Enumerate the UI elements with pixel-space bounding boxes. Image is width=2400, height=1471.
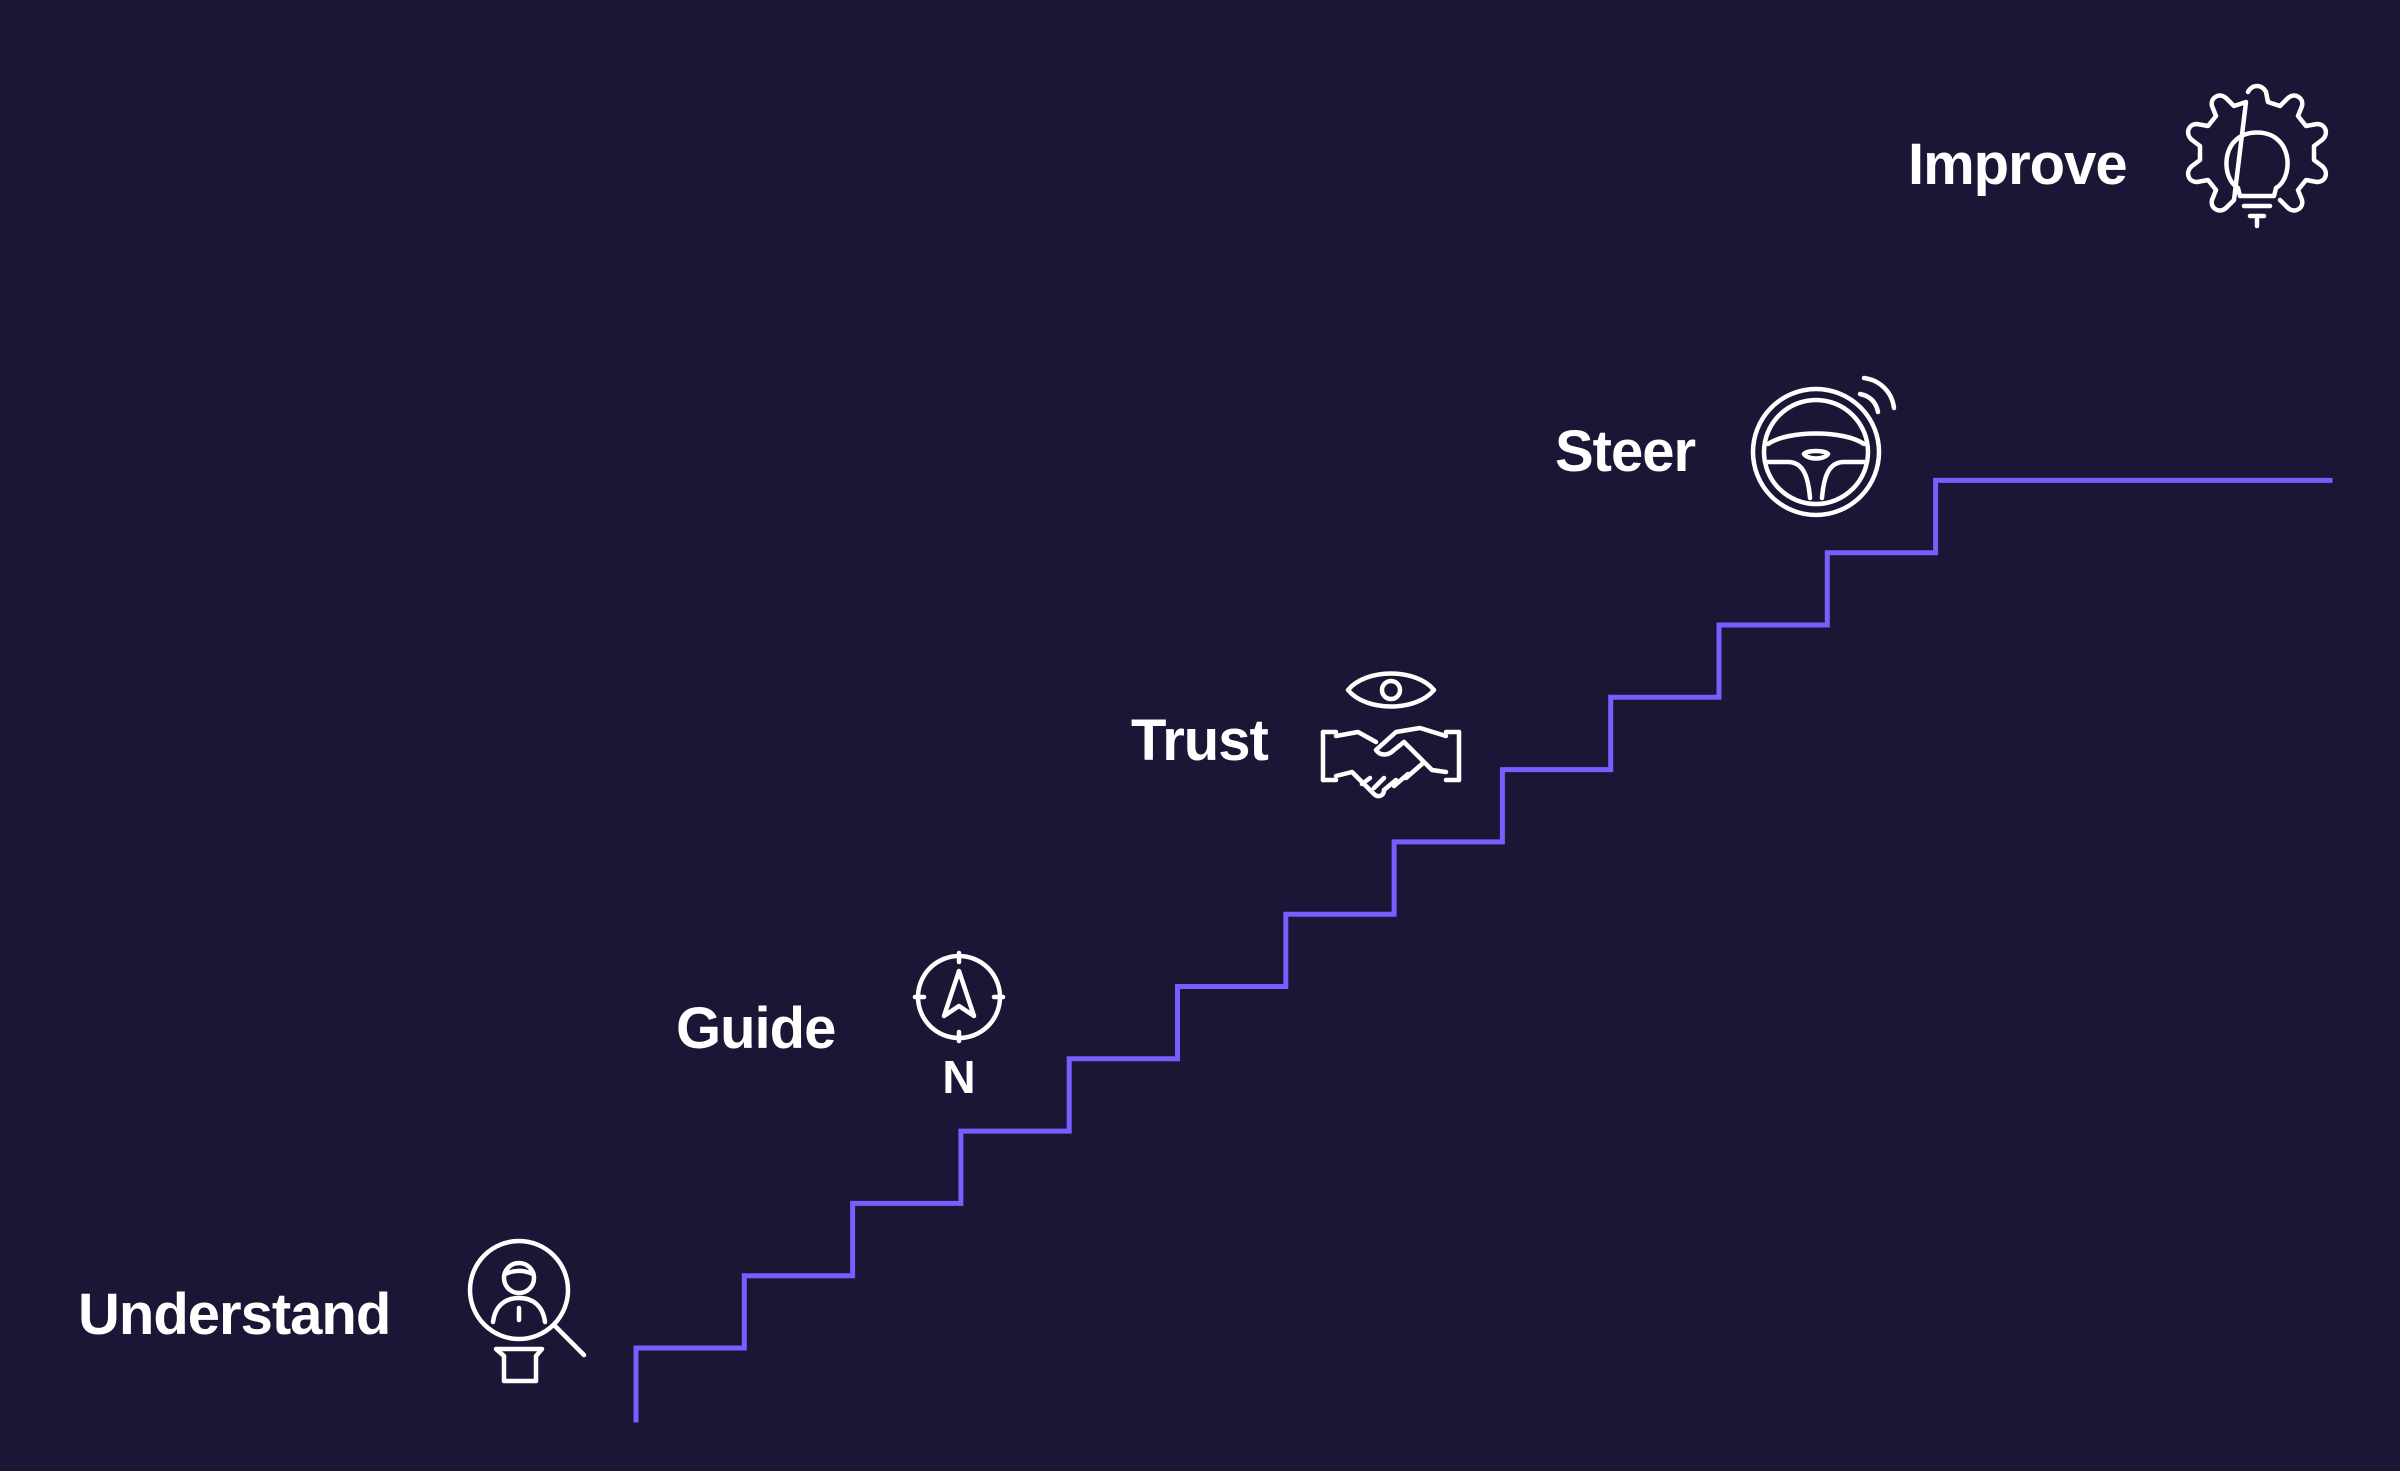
compass-icon: N bbox=[912, 950, 1006, 1103]
stage-label-understand: Understand bbox=[78, 1282, 391, 1347]
stage-label-trust: Trust bbox=[1131, 708, 1269, 773]
gear-lightbulb-icon bbox=[2180, 83, 2330, 234]
person-magnifier-icon bbox=[462, 1236, 592, 1386]
steering-wheel-icon bbox=[1748, 370, 1898, 520]
stage-label-guide: Guide bbox=[676, 996, 836, 1061]
eye-handshake-icon bbox=[1318, 660, 1464, 810]
stage-label-improve: Improve bbox=[1908, 132, 2128, 197]
stage-label-steer: Steer bbox=[1555, 419, 1696, 484]
compass-letter: N bbox=[942, 1051, 975, 1103]
